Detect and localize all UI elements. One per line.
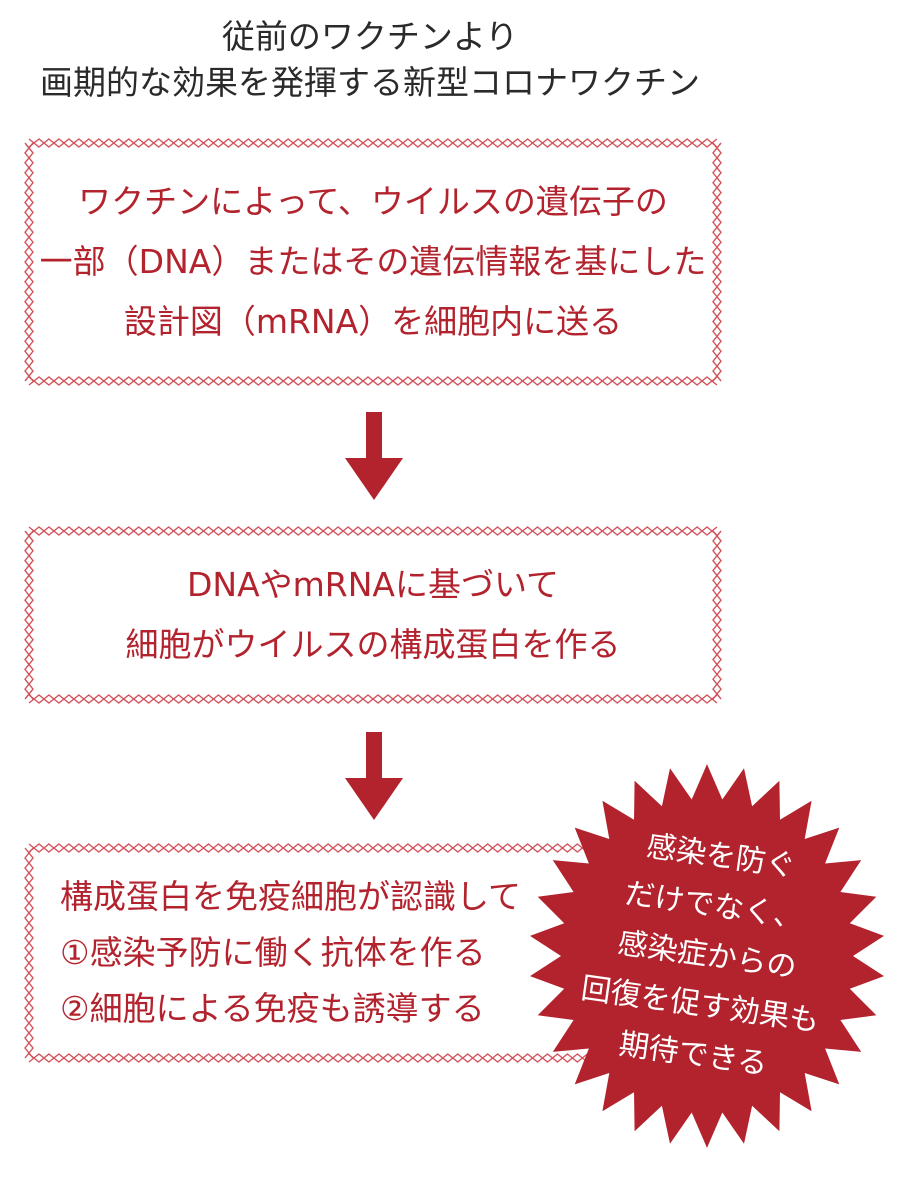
step-box-1: ワクチンによって、ウイルスの遺伝子の 一部（DNA）またはその遺伝情報を基にした… — [24, 138, 722, 386]
starburst-badge — [530, 764, 884, 1148]
step-1-line-3: 設計図（mRNA）を細胞内に送る — [123, 302, 623, 341]
step-3-line-3: ②細胞による免疫も誘導する — [60, 989, 485, 1028]
decorative-border — [24, 138, 722, 386]
border-zigzag — [24, 142, 34, 382]
title-line-1: 従前のワクチンより — [221, 17, 519, 56]
border-zigzag — [28, 694, 718, 704]
step-2-text: DNAやmRNAに基づいて 細胞がウイルスの構成蛋白を作る — [24, 526, 722, 704]
step-1-line-2: 一部（DNA）またはその遺伝情報を基にした — [39, 242, 707, 281]
step-box-2: DNAやmRNAに基づいて 細胞がウイルスの構成蛋白を作る — [24, 526, 722, 704]
step-2-line-2: 細胞がウイルスの構成蛋白を作る — [125, 625, 621, 664]
step-1-line-1: ワクチンによって、ウイルスの遺伝子の — [78, 182, 668, 221]
starburst-shape — [530, 764, 884, 1148]
title-line-2: 画期的な効果を発揮する新型コロナワクチン — [40, 63, 700, 102]
diagram-title: 従前のワクチンより 画期的な効果を発揮する新型コロナワクチン — [0, 14, 740, 106]
step-3-line-1: 構成蛋白を免疫細胞が認識して — [60, 877, 522, 916]
border-zigzag — [28, 138, 718, 148]
down-arrow-icon — [345, 412, 403, 500]
step-1-text: ワクチンによって、ウイルスの遺伝子の 一部（DNA）またはその遺伝情報を基にした… — [24, 138, 722, 386]
step-3-line-2: ①感染予防に働く抗体を作る — [60, 933, 486, 972]
down-arrow-icon — [345, 732, 403, 820]
border-zigzag — [28, 526, 718, 536]
step-2-line-1: DNAやmRNAに基づいて — [186, 565, 560, 604]
border-zigzag — [24, 847, 34, 1059]
border-zigzag — [712, 142, 722, 382]
border-zigzag — [712, 142, 722, 382]
border-zigzag — [28, 376, 718, 386]
border-zigzag — [712, 530, 722, 700]
border-zigzag — [24, 530, 34, 700]
step-3-text: 構成蛋白を免疫細胞が認識して ①感染予防に働く抗体を作る ②細胞による免疫も誘導… — [24, 843, 722, 1063]
border-zigzag — [24, 142, 34, 382]
starburst-text: 感染を防ぐ だけでなく、 感染症からの 回復を促す効果も 期待できる — [500, 733, 900, 1179]
decorative-border — [24, 526, 722, 704]
